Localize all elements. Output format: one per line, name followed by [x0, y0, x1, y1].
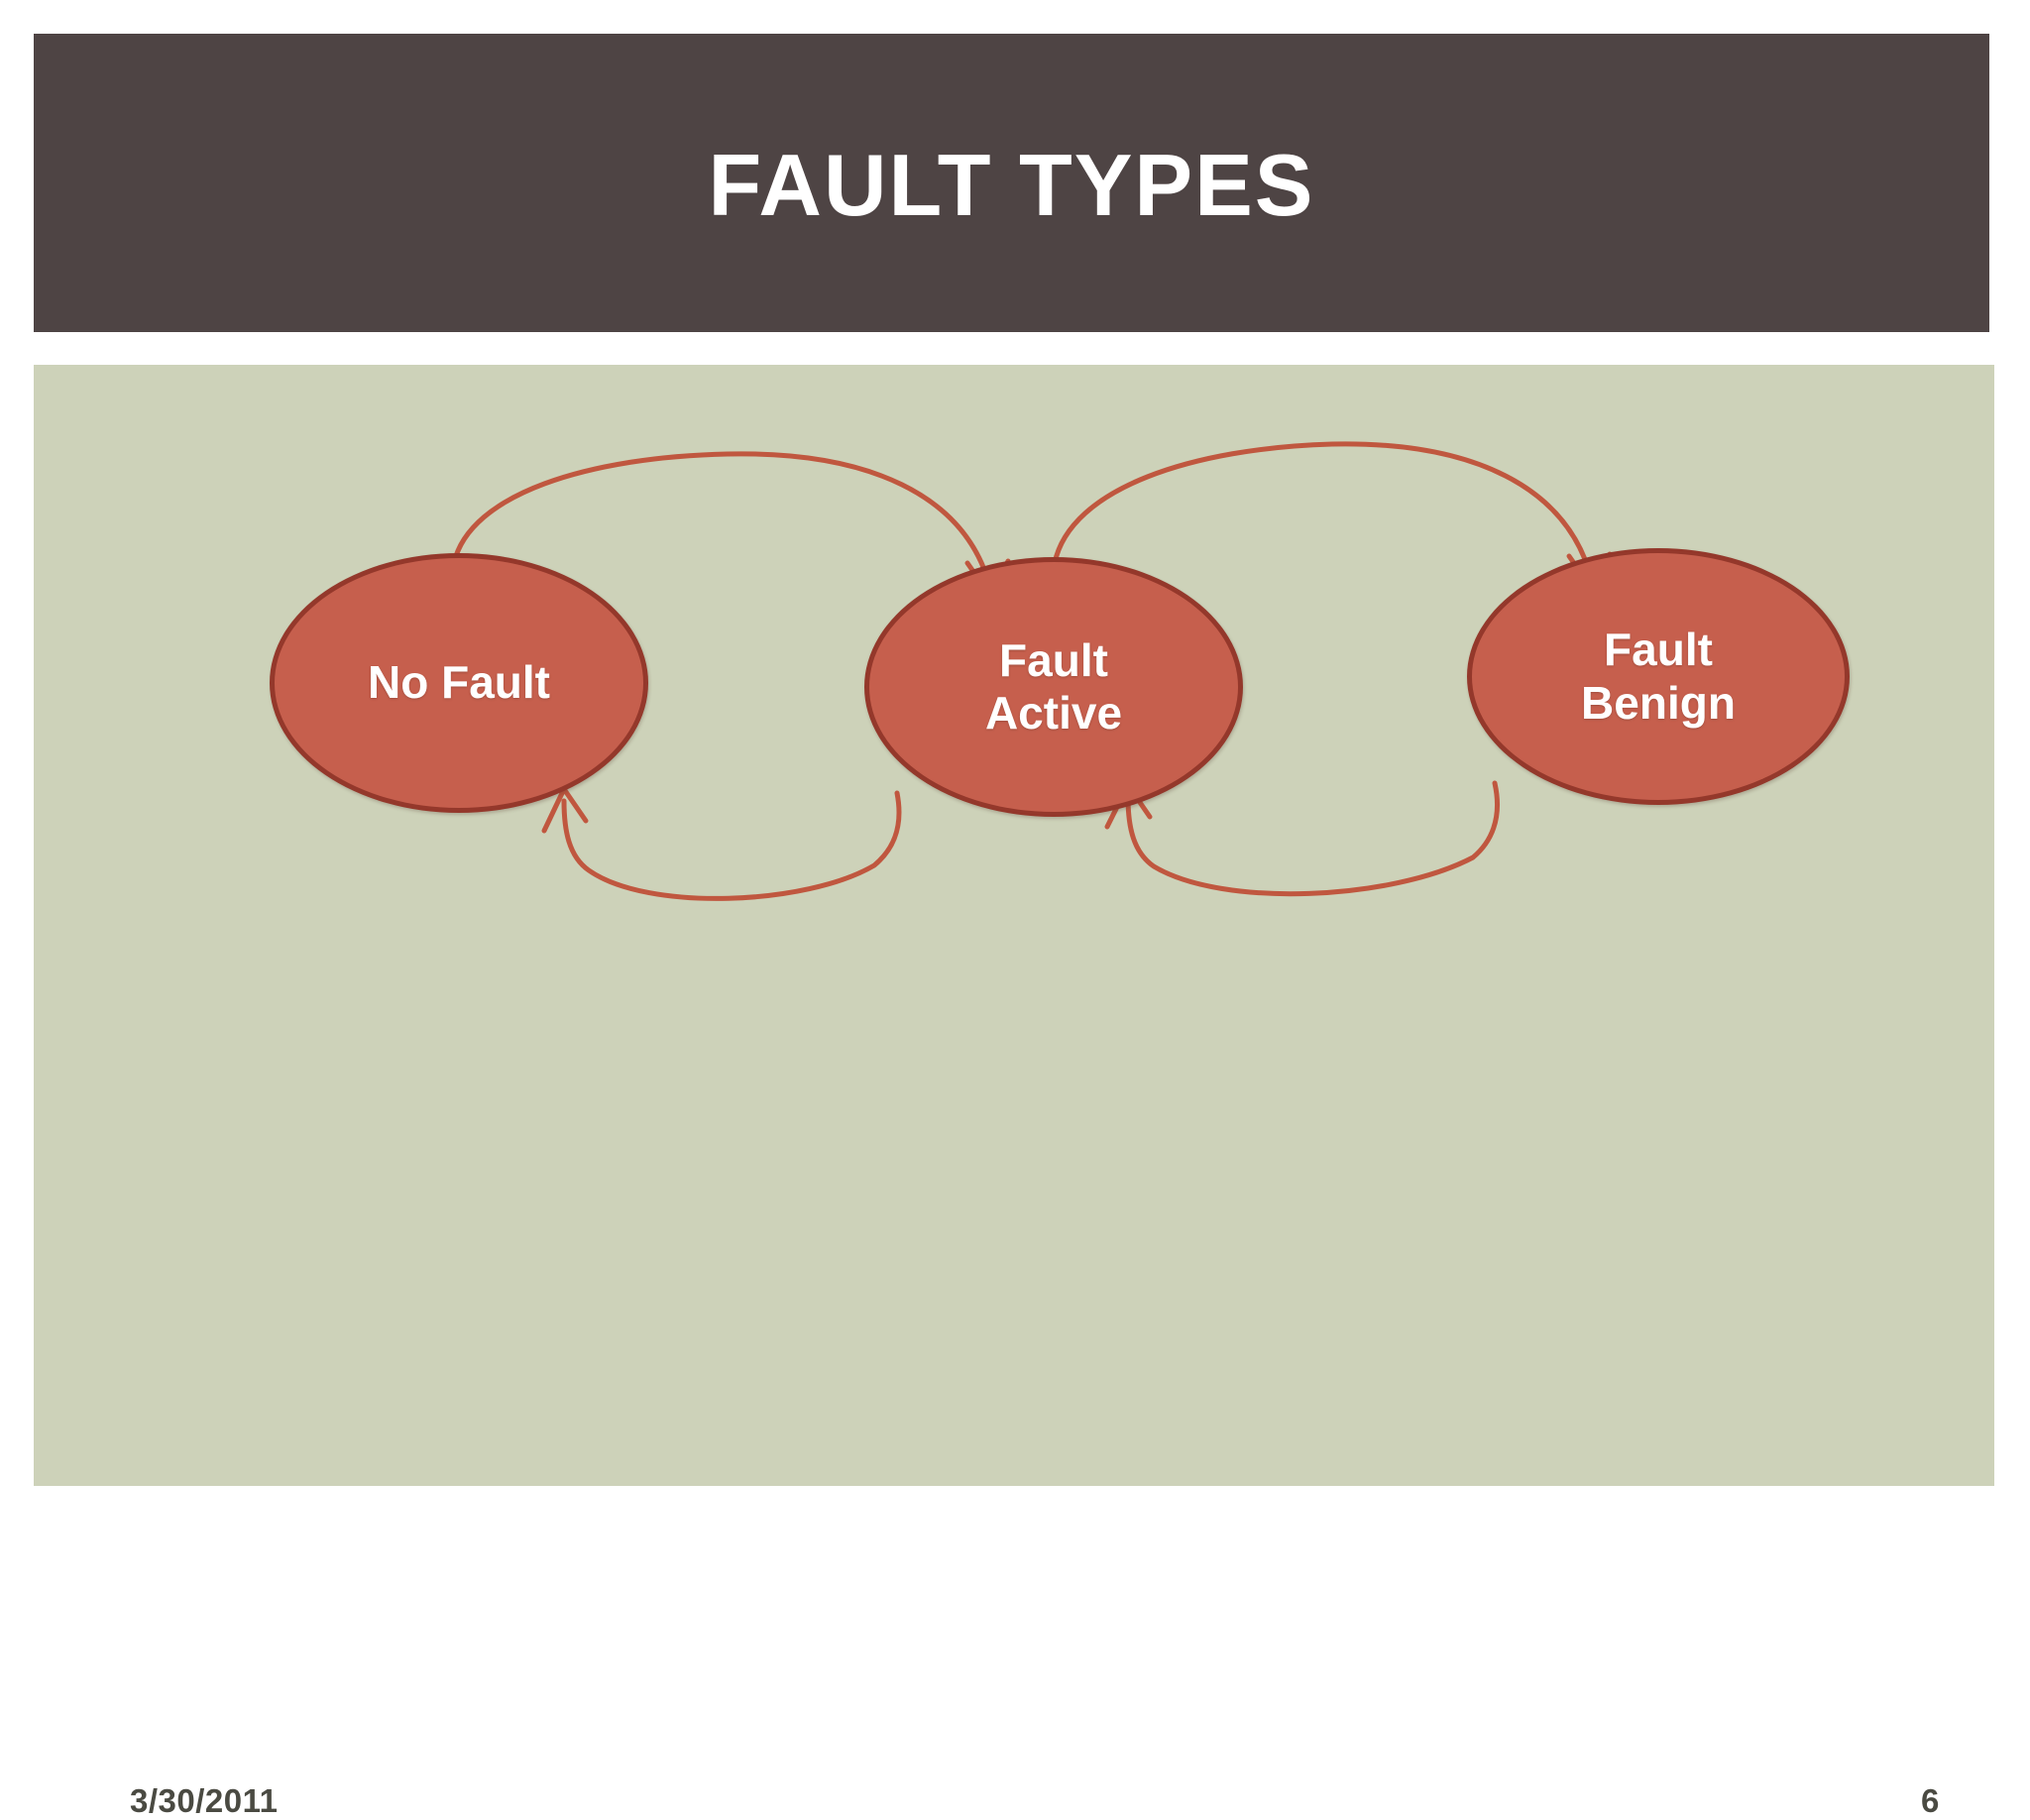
state-node-fault-benign-label: Fault Benign — [1581, 624, 1736, 729]
title-bar: FAULT TYPES — [34, 34, 1989, 332]
edge-fault-active-to-no-fault — [541, 786, 902, 901]
edge-fault-active-to-fault-benign — [1052, 441, 1613, 592]
state-node-no-fault[interactable]: No Fault — [270, 553, 648, 813]
footer-page-number: 6 — [1921, 1782, 1940, 1819]
state-node-fault-active-label: Fault Active — [984, 633, 1123, 739]
edge-fault-benign-to-fault-active — [1104, 780, 1501, 897]
fault-state-diagram: No Fault Fault Active Fault Benign — [34, 365, 1994, 1486]
state-node-no-fault-label: No Fault — [368, 656, 550, 709]
state-node-fault-active[interactable]: Fault Active — [864, 557, 1243, 817]
diagram-arrows-layer — [451, 441, 1613, 901]
slide-canvas: FAULT TYPES — [34, 34, 1994, 1819]
footer-date: 3/30/2011 — [130, 1782, 279, 1819]
state-node-fault-benign[interactable]: Fault Benign — [1467, 548, 1850, 805]
page-title: FAULT TYPES — [708, 135, 1315, 234]
content-panel: No Fault Fault Active Fault Benign 3/30/… — [34, 365, 1994, 1819]
